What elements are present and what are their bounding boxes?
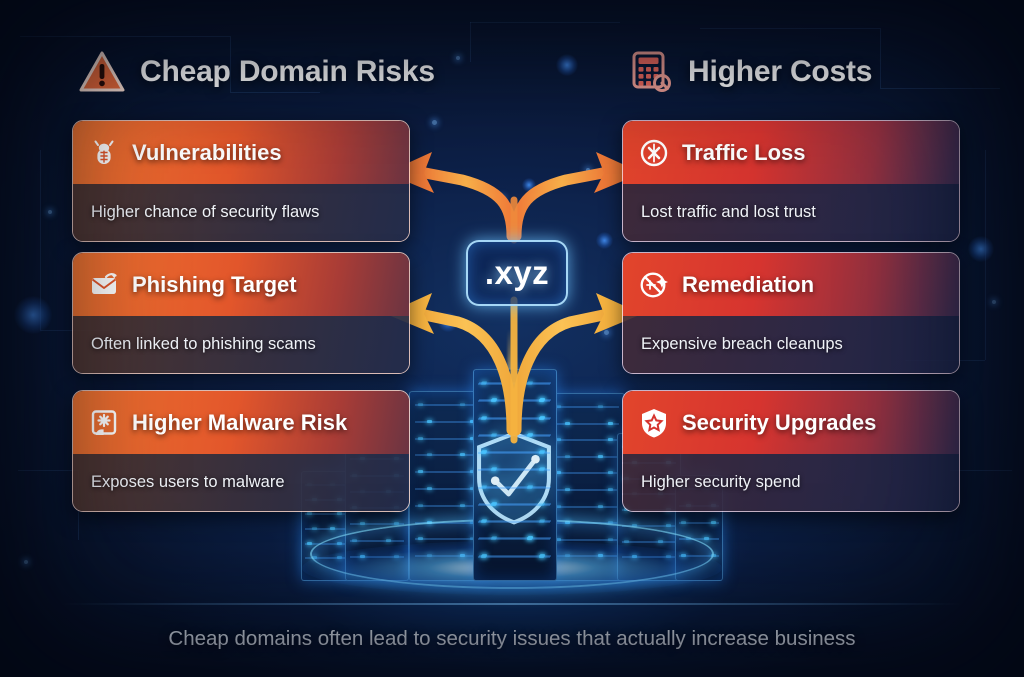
card-body: Exposes users to malware: [73, 454, 409, 511]
shield-star-icon: [642, 408, 666, 437]
card-title: Remediation: [682, 271, 815, 297]
card-head: Vulnerabilities: [73, 121, 409, 184]
footer-divider: [60, 603, 964, 605]
header-left-title: Cheap Domain Risks: [140, 55, 435, 88]
header-right-title: Higher Costs: [688, 55, 873, 88]
envelope-icon: [91, 272, 117, 294]
risk-card-higher-malware-risk[interactable]: Higher Malware Risk Exposes users to mal…: [72, 390, 410, 512]
card-description: Often linked to phishing scams: [91, 335, 316, 353]
malware-burst-icon: [91, 409, 117, 435]
card-head: Remediation: [623, 253, 959, 316]
card-title: Higher Malware Risk: [132, 409, 348, 435]
card-title: Traffic Loss: [682, 139, 806, 165]
shield-check-icon: [477, 431, 551, 525]
card-body: Higher security spend: [623, 454, 959, 511]
card-head: Phishing Target: [73, 253, 409, 316]
card-head: Higher Malware Risk: [73, 391, 409, 454]
card-description: Exposes users to malware: [91, 473, 285, 491]
calculator-icon: [632, 51, 671, 92]
risk-card-phishing-target[interactable]: Phishing Target Often linked to phishing…: [72, 252, 410, 374]
center-domain-badge[interactable]: .xyz: [466, 240, 568, 306]
bug-icon: [94, 140, 114, 164]
card-body: Expensive breach cleanups: [623, 316, 959, 373]
card-body: Often linked to phishing scams: [73, 316, 409, 373]
card-title: Phishing Target: [132, 271, 297, 297]
cost-card-traffic-loss[interactable]: Traffic Loss Lost traffic and lost trust: [622, 120, 960, 242]
cost-card-remediation[interactable]: Remediation Expensive breach cleanups: [622, 252, 960, 374]
card-title: Vulnerabilities: [132, 139, 282, 165]
card-body: Lost traffic and lost trust: [623, 184, 959, 241]
header-left: Cheap Domain Risks: [78, 50, 435, 94]
card-description: Higher security spend: [641, 473, 801, 491]
footer-caption: Cheap domains often lead to security iss…: [168, 627, 856, 650]
card-head: Security Upgrades: [623, 391, 959, 454]
card-description: Expensive breach cleanups: [641, 335, 843, 353]
cost-card-security-upgrades[interactable]: Security Upgrades Higher security spend: [622, 390, 960, 512]
header-right: Higher Costs: [630, 50, 872, 94]
card-body: Higher chance of security flaws: [73, 184, 409, 241]
card-title: Security Upgrades: [682, 409, 877, 435]
risk-card-vulnerabilities[interactable]: Vulnerabilities Higher chance of securit…: [72, 120, 410, 242]
card-description: Higher chance of security flaws: [91, 203, 320, 221]
center-badge-label: .xyz: [484, 254, 550, 291]
card-head: Traffic Loss: [623, 121, 959, 184]
warning-triangle-icon: [79, 51, 125, 92]
remediation-icon: [640, 272, 668, 297]
traffic-loss-icon: [640, 139, 668, 166]
card-description: Lost traffic and lost trust: [641, 203, 816, 221]
